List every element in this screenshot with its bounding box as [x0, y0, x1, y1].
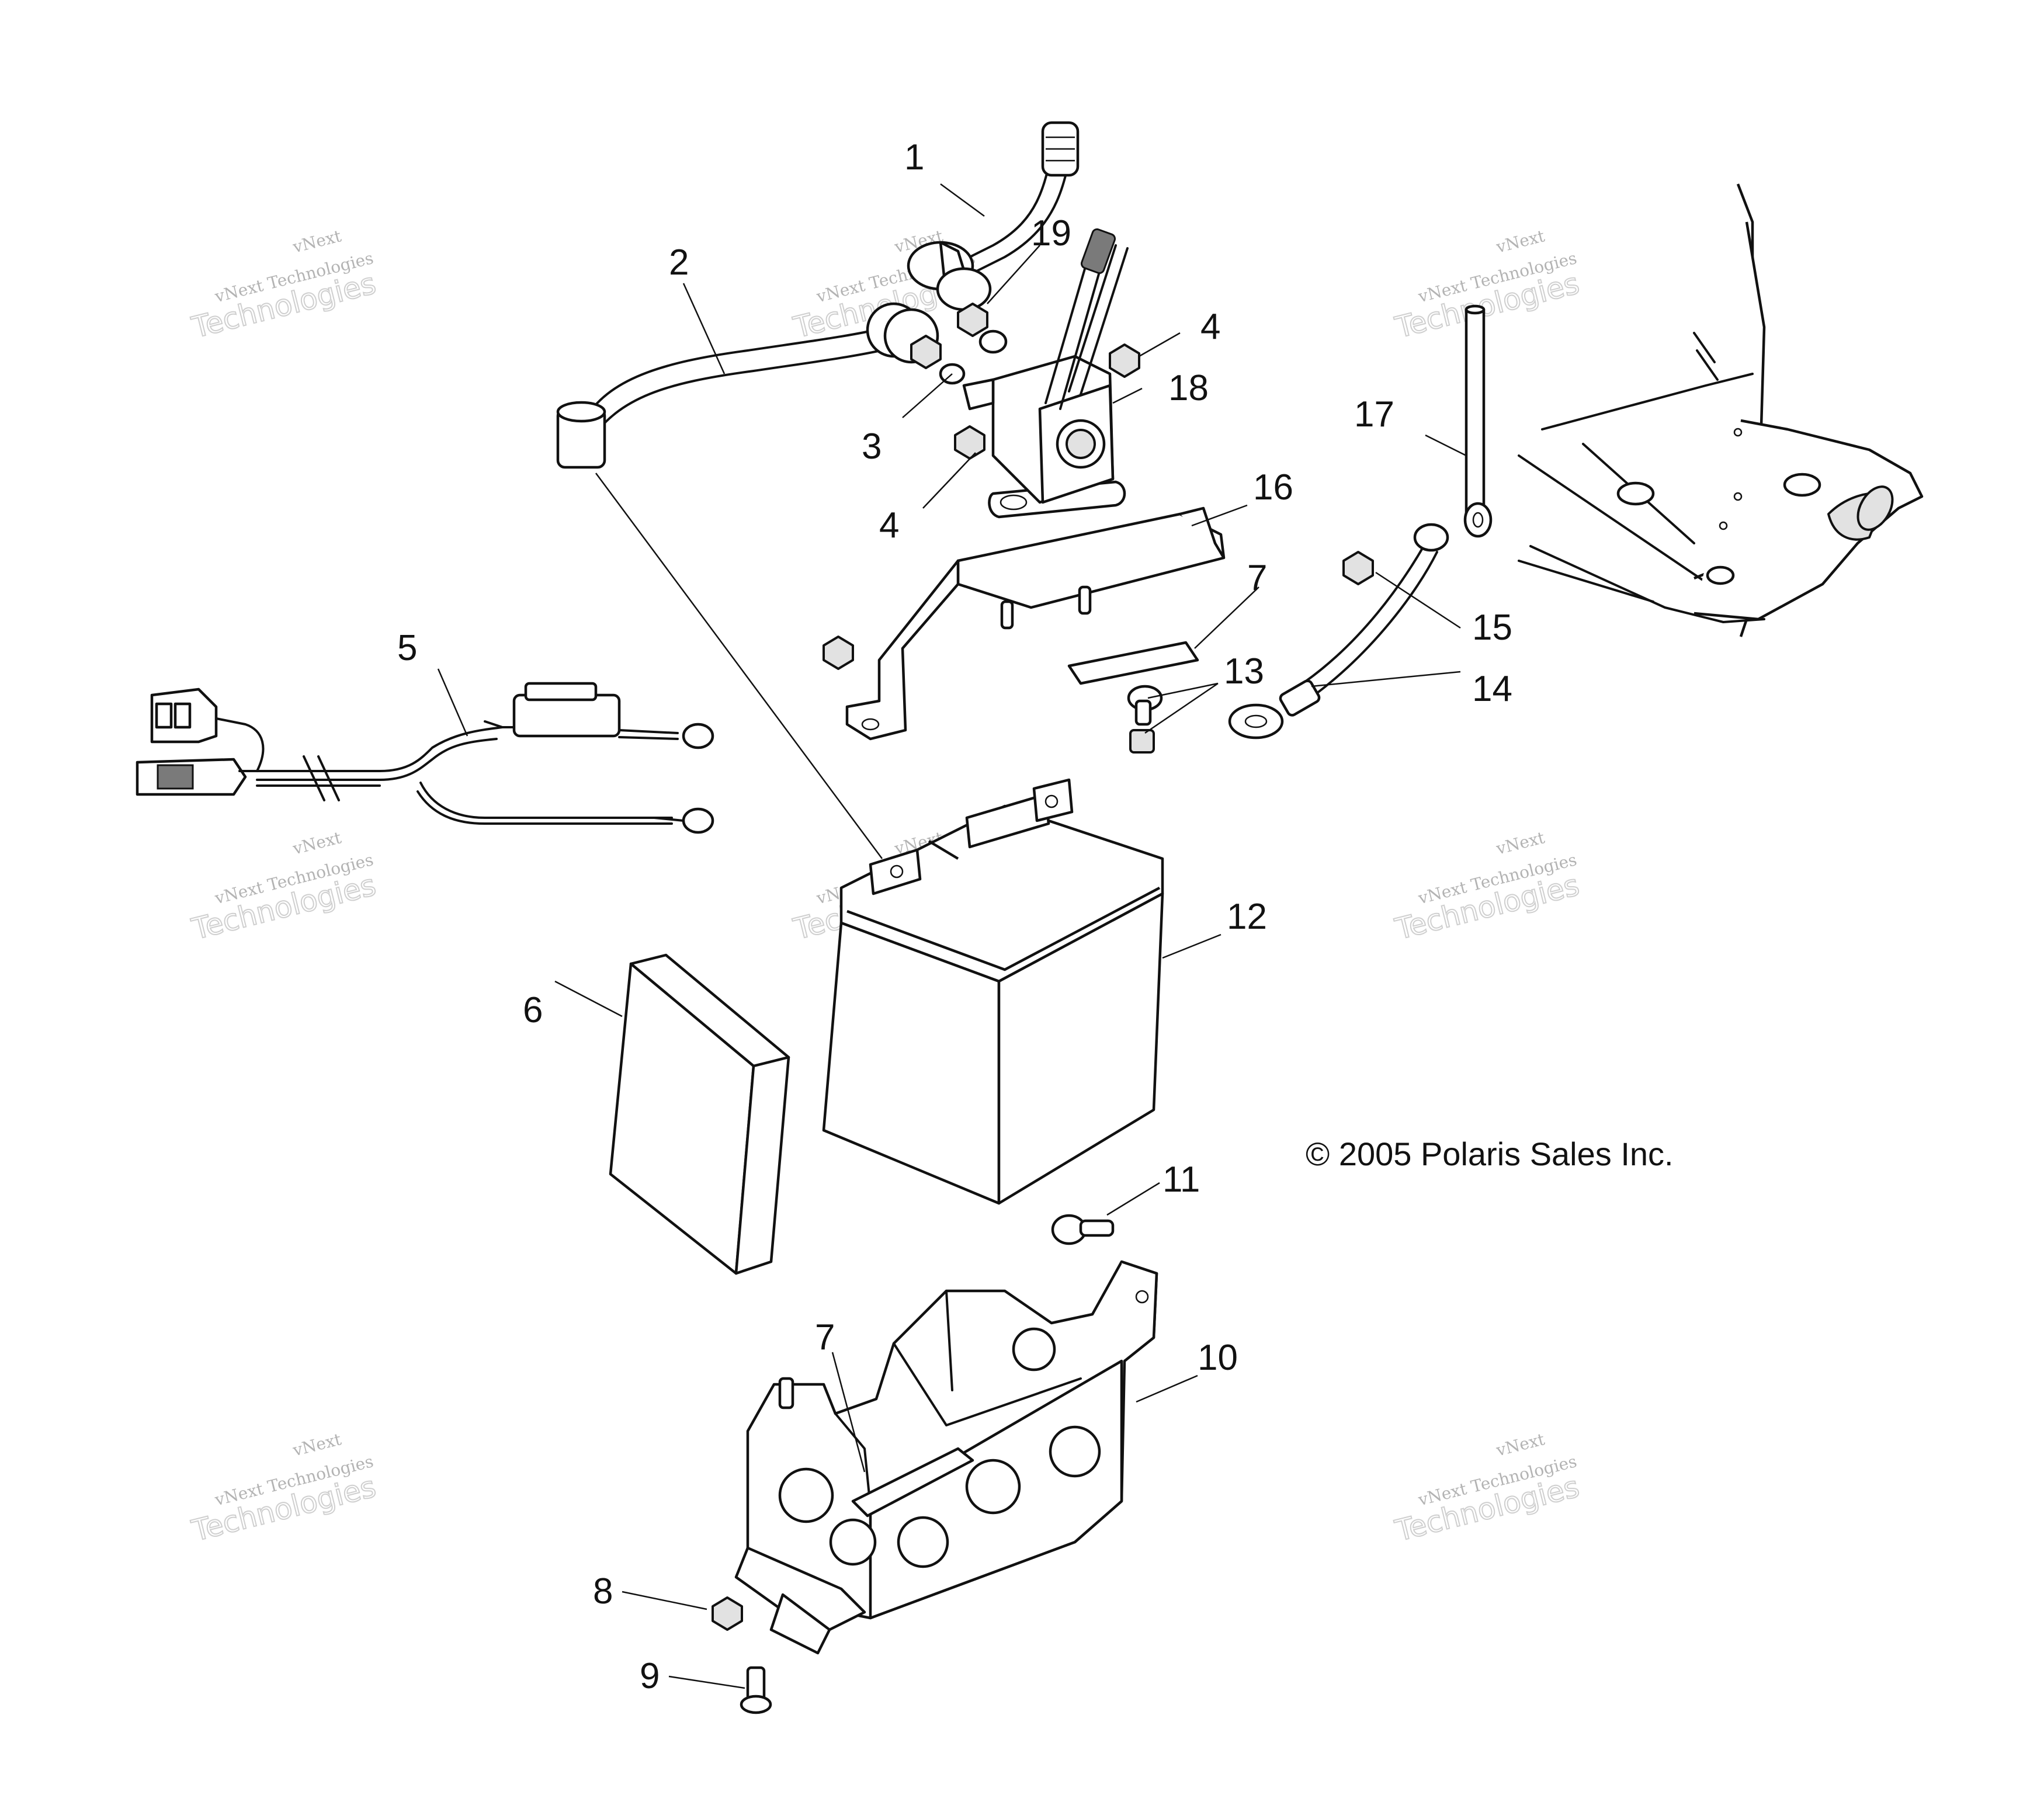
callout-4-upper: 4 [1200, 307, 1220, 347]
part-19-nut [957, 303, 1008, 354]
watermark-line1: vNext [290, 1429, 343, 1460]
callout-15: 15 [1472, 607, 1512, 648]
cable-route-line [595, 473, 883, 859]
part-7-pad-lower [851, 1447, 974, 1518]
part-14-ground-cable [1228, 523, 1449, 739]
frame-section [1518, 183, 1924, 637]
callout-11: 11 [1162, 1159, 1200, 1200]
callout-19: 19 [1031, 213, 1071, 254]
callout-14: 14 [1472, 669, 1512, 709]
watermark-line1: vNext [290, 828, 343, 859]
callout-1: 1 [904, 137, 924, 178]
part-11-bolt [1051, 1214, 1115, 1245]
watermark-tile-9: vNext vNext Technologies Technologies [1391, 1429, 1583, 1549]
watermark-tile-6: vNext vNext Technologies Technologies [1391, 828, 1583, 947]
part-3-nut-washer [910, 335, 966, 385]
watermark-tile-7: vNext vNext Technologies Technologies [188, 1429, 380, 1549]
part-5-harness [136, 682, 714, 834]
part-4-nut-upper [1109, 343, 1140, 378]
watermark-line1: vNext [1494, 226, 1547, 257]
callout-3: 3 [862, 426, 882, 467]
callout-8: 8 [593, 1571, 613, 1612]
part-15-nut [1342, 551, 1374, 585]
part-9-screw [740, 1666, 772, 1714]
watermark-line1: vNext [1494, 828, 1547, 859]
leader-lines [437, 183, 1467, 1689]
part-7-pad-upper [1067, 641, 1199, 685]
part-10-battery-holder [734, 1260, 1158, 1655]
callout-4-lower: 4 [879, 505, 899, 546]
part-13-screw-clip [1127, 685, 1163, 754]
watermark-tile-4: vNext vNext Technologies Technologies [188, 828, 380, 947]
callout-labels: 1 2 3 4 4 5 6 7 7 8 9 10 11 12 13 14 15 … [397, 137, 1512, 1696]
callout-17: 17 [1354, 394, 1394, 435]
callout-2: 2 [669, 242, 689, 283]
callout-10: 10 [1198, 1338, 1238, 1378]
part-8-nut [712, 1596, 743, 1631]
callout-5: 5 [397, 628, 417, 668]
part-4-nut-lower [954, 425, 985, 460]
part-18-solenoid [962, 228, 1129, 519]
part-1-cable [907, 121, 1080, 311]
callout-18: 18 [1168, 368, 1209, 408]
watermark-tile-1: vNext vNext Technologies Technologies [188, 226, 380, 345]
watermark-line1: vNext [1494, 1429, 1547, 1460]
part-16-bracket [845, 506, 1226, 741]
copyright-text: © 2005 Polaris Sales Inc. [1306, 1136, 1674, 1172]
part-12-battery [822, 778, 1164, 1205]
callout-12: 12 [1227, 897, 1267, 937]
callout-16: 16 [1253, 467, 1293, 508]
callout-9: 9 [640, 1656, 660, 1696]
callout-6: 6 [523, 990, 543, 1030]
watermark-line1: vNext [290, 226, 343, 257]
part-6-pad [609, 953, 790, 1275]
callout-7-upper: 7 [1247, 558, 1267, 598]
bracket-nut [823, 636, 854, 670]
callout-7-lower: 7 [815, 1317, 835, 1357]
part-17-rod [1463, 304, 1493, 538]
callout-13: 13 [1224, 651, 1264, 692]
